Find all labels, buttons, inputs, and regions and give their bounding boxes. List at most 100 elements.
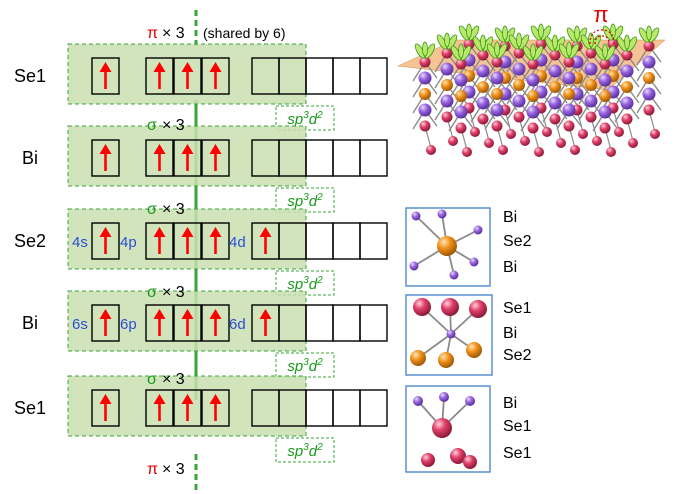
crystal-atom-bi <box>584 62 598 76</box>
pi-lobe <box>594 43 616 61</box>
hybrid-label: sp3d2 <box>287 275 323 293</box>
pi-orbital-lobes <box>414 23 660 61</box>
panel-atom-bi <box>465 396 475 406</box>
orbital-box <box>145 57 174 95</box>
bond-labels: π× 3(shared by 6)σ× 3σ× 3σ× 3σ× 3π× 3 <box>147 25 285 478</box>
crystal-atom-se1 <box>614 127 624 137</box>
orbital-box <box>91 304 120 342</box>
legend-text: Bi <box>503 259 517 276</box>
orbital-box <box>359 139 388 177</box>
panel-atom-bi <box>469 257 479 267</box>
crystal-atom-se1 <box>506 129 516 139</box>
panel-atom-bi <box>437 209 447 219</box>
hybrid-label-box <box>275 437 335 463</box>
crystal-atom-se1 <box>621 113 633 125</box>
orbital-box <box>332 222 361 260</box>
crystal-atom-se1 <box>628 138 638 148</box>
crystal-atom-bi <box>476 96 490 110</box>
crystal-atom-bi <box>490 71 504 85</box>
crystal-atom-se2 <box>599 90 611 102</box>
layer-row: Se2 sp3d2 <box>14 208 388 296</box>
panel-atom-bi <box>473 225 483 235</box>
shared-note: (shared by 6) <box>203 25 285 41</box>
panel-atom-bi <box>413 396 423 406</box>
crystal-atom-se1 <box>578 129 588 139</box>
crystal-atom-se1 <box>462 147 472 157</box>
hybrid-label: sp3d2 <box>287 442 323 460</box>
orbital-label: 4s <box>72 234 88 251</box>
crystal-structure-illustration: π <box>397 2 666 157</box>
orbital-box <box>305 139 334 177</box>
spin-arrow-head <box>181 309 194 319</box>
spin-arrow-head <box>99 62 112 72</box>
orbital-label: 6d <box>229 316 246 333</box>
crystal-atom-se2 <box>455 90 467 102</box>
panel-atoms <box>409 209 483 280</box>
atom-label: Se1 <box>14 66 46 86</box>
crystal-atom-bi <box>642 55 656 69</box>
atom-label: Se2 <box>14 231 46 251</box>
sigma-bond-label: σ × 3 <box>147 117 185 134</box>
orbital-box <box>145 304 174 342</box>
crystal-atom-se1 <box>570 145 580 155</box>
crystal-atom-se2 <box>419 88 431 100</box>
pi-letter: π <box>147 25 158 42</box>
panel-atom-se1 <box>432 418 452 438</box>
legend-text: Se1 <box>503 418 532 435</box>
spin-arrow-head <box>99 144 112 154</box>
crystal-atom-se1 <box>563 56 575 68</box>
crystal-atom-se1 <box>643 40 655 52</box>
pi-bond-label: π× 3 <box>147 461 185 478</box>
crystal-atom-bi <box>598 73 612 87</box>
crystal-atom-se1 <box>484 138 494 148</box>
hybrid-label-box <box>275 352 335 378</box>
orbital-box <box>332 389 361 427</box>
spin-arrow-head <box>153 227 166 237</box>
crystal-atom-bi <box>512 94 526 108</box>
multiplicity: × 3 <box>162 461 185 478</box>
sigma-letter: σ <box>147 201 157 218</box>
pi-lobe <box>566 25 588 43</box>
panel-atom-se2 <box>410 350 426 366</box>
pi-lobe <box>602 23 624 41</box>
crystal-atom-se1 <box>535 38 547 50</box>
panel-atom-se2 <box>438 352 454 368</box>
pi-symbol: π <box>593 2 608 27</box>
crystal-atom-bi <box>498 55 512 69</box>
crystal-atom-bi <box>584 94 598 108</box>
spin-arrow-head <box>181 144 194 154</box>
crystal-atom-bi <box>440 62 454 76</box>
spin-arrow-head <box>153 144 166 154</box>
crystal-atom-se1 <box>650 129 660 139</box>
panel-atom-bi <box>446 329 456 339</box>
pi-lobe <box>414 41 436 59</box>
crystal-atom-se2 <box>527 90 539 102</box>
multiplicity: × 3 <box>162 117 185 134</box>
orbital-box <box>145 139 174 177</box>
spin-arrow-head <box>209 394 222 404</box>
sigma-letter: σ <box>147 117 157 134</box>
spin-arrow-head <box>181 62 194 72</box>
orbital-label: 4p <box>120 234 137 251</box>
orbital-box <box>201 57 230 95</box>
legend-text: Bi <box>503 325 517 342</box>
crystal-atom-se1 <box>549 49 561 61</box>
orbital-box <box>91 222 120 260</box>
crystal-atom-se1 <box>527 122 539 134</box>
orbital-box <box>305 304 334 342</box>
hybrid-label: sp3d2 <box>287 192 323 210</box>
spin-arrow-head <box>181 394 194 404</box>
spin-arrow-head <box>99 309 112 319</box>
pi-lobe <box>530 23 552 41</box>
orbital-box <box>332 139 361 177</box>
orbital-box <box>201 139 230 177</box>
orbital-box <box>173 304 202 342</box>
panel-atom-se2 <box>466 342 482 358</box>
crystal-atom-bi <box>562 71 576 85</box>
crystal-atom-se1 <box>448 136 458 146</box>
